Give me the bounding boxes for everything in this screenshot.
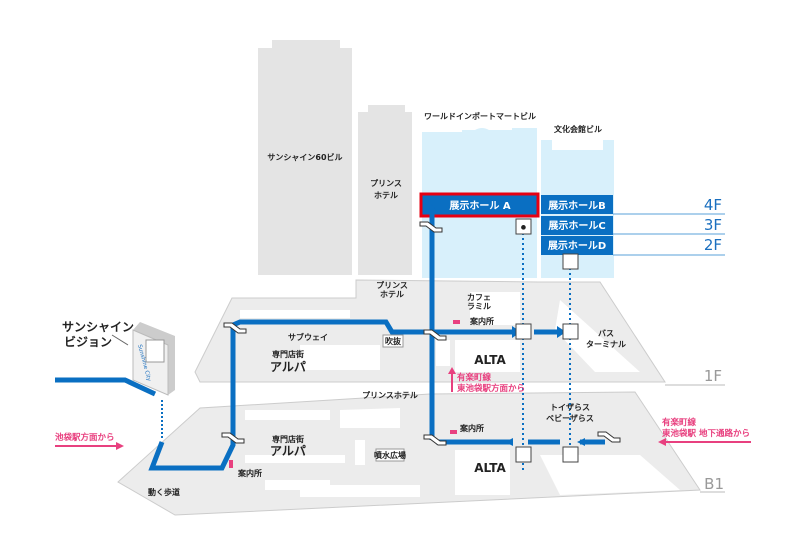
b1-alpa-sub-label: 専門店街 <box>272 434 304 444</box>
1f-alta-label: ALTA <box>474 353 506 367</box>
floor-2f-label: 2F <box>704 236 722 254</box>
svg-text:⚫: ⚫ <box>519 223 527 234</box>
sunshine60-label: サンシャイン60ビル <box>267 152 342 162</box>
yurakucho-1f-label: 有楽町線 <box>457 372 492 383</box>
escalator-icon <box>221 221 621 446</box>
yurakucho-1f-arrow <box>448 367 456 392</box>
1f-prince-hotel-label: ホテル <box>380 290 404 299</box>
fukinuke-box <box>382 334 404 348</box>
from-ikebukuro-arrow <box>55 442 124 450</box>
b1-prince-hotel-label: プリンスホテル <box>362 390 418 400</box>
hall-c[interactable]: 展示ホールC <box>541 216 613 235</box>
bus-terminal-label: ターミナル <box>586 339 626 349</box>
bus-terminal-label: バス <box>598 329 614 338</box>
from-yurakucho-label: 有楽町線 <box>662 417 697 428</box>
hall-b-label: 展示ホールB <box>548 200 606 212</box>
floor-3f-label: 3F <box>704 216 722 234</box>
1f-info-label: 案内所 <box>469 316 494 326</box>
prince-hotel-label-1: プリンス <box>370 178 402 188</box>
fountain-box <box>375 448 405 462</box>
sunshine60-building: サンシャイン60ビル <box>258 40 352 275</box>
cafe-label: ラミル <box>467 302 491 311</box>
cafe-label: カフェ <box>467 293 491 302</box>
hall-b[interactable]: 展示ホールB <box>541 195 613 214</box>
floor-b1-plan <box>117 391 701 516</box>
floor-4f-label: 4F <box>704 196 722 214</box>
toysrus-label: ベビーザらス <box>546 413 594 423</box>
sunshine-vision-label: サンシャイン <box>62 320 134 334</box>
leader-line <box>111 334 129 346</box>
toysrus-label: トイザらス <box>550 403 590 412</box>
b1-alpa-label: アルパ <box>270 444 306 458</box>
moving-walkway-label: 動く歩道 <box>148 487 180 497</box>
from-yurakucho-arrow <box>658 438 751 446</box>
1f-alpa-sub-label: 専門店街 <box>272 349 304 359</box>
b1-alta-label: ALTA <box>474 461 506 475</box>
info-desk-marker <box>229 320 460 468</box>
prince-hotel-tower: プリンス ホテル <box>358 105 412 275</box>
hall-d-label: 展示ホールD <box>548 240 606 252</box>
fukinuke-label: 吹抜 <box>385 336 402 346</box>
1f-alpa-label: アルパ <box>270 360 306 374</box>
from-ikebukuro-label: 池袋駅方面から <box>55 432 115 443</box>
b1-info-label: 案内所 <box>237 468 262 478</box>
hall-a[interactable]: 展示ホール A <box>419 192 540 218</box>
bunka-kaikan-label: 文化会館ビル <box>554 124 602 134</box>
b1-info-label: 案内所 <box>459 423 484 433</box>
hall-c-label: 展示ホールC <box>548 220 605 232</box>
sunshine-vision-label: ビジョン <box>64 334 112 349</box>
floor-indicators <box>613 213 725 256</box>
elevator-icon: ⚫ <box>515 218 579 463</box>
sunshine-vision-sign: Sunshine City <box>132 322 175 396</box>
prince-hotel-label-2: ホテル <box>374 191 398 200</box>
from-yurakucho-label: 東池袋駅 地下通路から <box>662 428 750 439</box>
hall-a-label: 展示ホール A <box>449 200 510 212</box>
hall-d[interactable]: 展示ホールD <box>541 236 613 255</box>
floor-1f-label: 1F <box>704 367 722 385</box>
subway-label: サブウェイ <box>288 332 328 342</box>
floor-b1-label: B1 <box>704 475 724 493</box>
fountain-label: 噴水広場 <box>374 450 406 460</box>
yurakucho-1f-label: 東池袋駅方面から <box>457 383 525 394</box>
world-import-mart-label: ワールドインポートマートビル <box>424 111 536 121</box>
1f-prince-hotel-label: プリンス <box>376 280 408 290</box>
